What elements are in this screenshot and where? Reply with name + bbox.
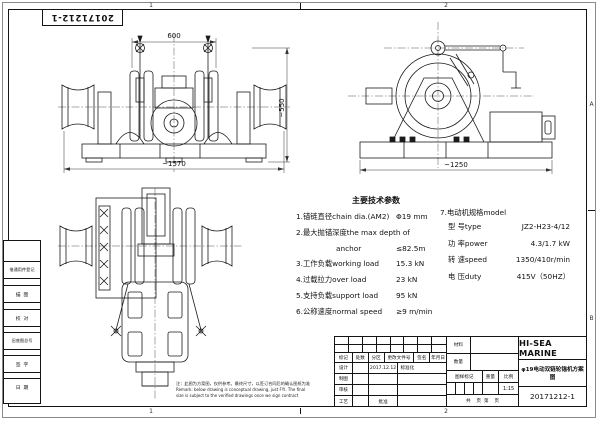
mark-weight-scale-header: 图样标记 重量 比例 [447,371,518,383]
strip-label: 签字 [4,356,40,373]
front-view-drawing: 600 ~1570 ~550 [58,32,290,173]
gearbox [154,75,194,109]
bed-frame [81,143,267,163]
dimension-600: 600 [131,32,217,68]
chain-wheels-plan [121,207,196,285]
spec-row: 1.锚链直径chain dia.(AM2)Φ19 mm [296,212,428,221]
zone-marker-bottom-1: 1 [149,408,153,415]
specs-title: 主要技术参数 [352,196,400,205]
scale-value: 1:15 [503,385,515,392]
zone-marker-top-2: 2 [444,2,448,9]
zone-marker-right-a: A [589,101,594,108]
dimension-1250: ~1250 [359,160,553,174]
svg-text:~1250: ~1250 [444,161,468,169]
revision-empty-row [335,337,446,345]
sheet-outer-border [2,2,596,418]
sign-row-process: 工艺 批准 [335,396,446,407]
sign-row-draft: 制图 [335,374,446,385]
side-view-drawing: ~1250 [348,22,556,174]
motor-plan [121,281,189,387]
strip-empty-cell [4,279,40,286]
revision-header-row: 标记 处数 分区 更改文件号 签名 年月日 [335,353,446,363]
svg-text:~1570: ~1570 [162,160,186,168]
lifting-eye-and-lever [430,40,521,89]
zone-tick-bottom [300,408,301,414]
gear-housing-plan [137,187,175,257]
motor-side [489,111,556,143]
brake-rods-plan [110,283,207,337]
warping-head-plan [59,225,233,267]
strip-label: 校对 [4,310,40,327]
zone-tick-right [588,210,595,211]
strip-label: 日期 [15,386,32,391]
warping-heads [61,84,287,130]
drawing-frame [8,9,587,407]
chain-wheels [129,70,219,142]
strip-empty-cell [4,327,40,333]
gear-housing [365,53,485,143]
motor-spec-header: 7.电动机规格model [440,208,507,217]
left-margin-sign-strip: 借通用件登记 描图 校对 旧底图总号 签字 日期 [3,240,41,404]
revision-empty-row [335,345,446,353]
company-name: HI-SEA MARINE [519,337,586,360]
svg-text:600: 600 [167,32,180,40]
zone-marker-bottom-2: 2 [444,408,448,415]
revision-sign-area: 标记 处数 分区 更改文件号 签名 年月日 设计 2017.12.12 标准化 … [335,337,447,407]
company-title-area: HI-SEA MARINE φ19电动双链轮锚机方案图 20171212-1 [519,337,586,406]
zone-marker-right-b: B [589,315,594,322]
remark-line-en1: Remark: below drawing is conceptual draw… [176,387,306,392]
mark-weight-scale-values: 1:15 [447,383,518,395]
drawing-title: φ19电动双链轮锚机方案图 [519,360,586,387]
strip-empty-cell [4,350,40,356]
strip-empty-cell [4,373,40,379]
remark-line-cn: 注：此图为方案图，仅供参考。最终尺寸，以签订合同后的确认图纸为准 [176,381,311,386]
remark-note: 注：此图为方案图，仅供参考。最终尺寸，以签订合同后的确认图纸为准 Remark:… [176,381,311,398]
spec-row: 2.最大抛锚深度the max depth of [296,227,410,237]
strip-empty-cell [4,303,40,310]
quantity-row: 数量 [447,354,518,371]
title-block: 标记 处数 分区 更改文件号 签名 年月日 设计 2017.12.12 标准化 … [334,336,587,407]
strip-empty-cell [4,241,40,262]
drawing-number-stamp: 20171212-1 [42,9,123,26]
strip-label: 描图 [4,286,40,303]
motor-front [115,99,233,147]
remark-line-en2: size is subject to the verified drawings… [176,392,299,398]
sign-row-check: 审核 [335,385,446,396]
dimension-550: ~550 [252,47,290,163]
technical-parameters: 主要技术参数 1.锚链直径chain dia.(AM2)Φ19 mm 2.最大抛… [296,195,472,320]
brake-spindles [135,35,213,138]
sign-row-design: 设计 2017.12.12 标准化 [335,363,446,374]
zone-tick-top [300,3,301,9]
spec-row: 6.公称速度normal speed≥9 m/min [296,306,433,316]
strip-label: 借通用件登记 [4,262,40,279]
plan-view-drawing [58,187,242,400]
dimension-1570: ~1570 [63,131,285,173]
drawing-number: 20171212-1 [530,392,575,401]
material-row: 材料 [447,337,518,354]
strip-label: 旧底图总号 [4,333,40,350]
material-quantity-area: 材料 数量 图样标记 重量 比例 1:15 共 页 第 页 [447,337,519,406]
pages-row: 共 页 第 页 [466,399,499,404]
svg-text:~550: ~550 [278,98,286,117]
base-frame [359,136,553,159]
spec-row: anchor≤82.5m [336,243,426,253]
spring-bracket [95,197,157,299]
zone-marker-top-1: 1 [149,2,153,9]
